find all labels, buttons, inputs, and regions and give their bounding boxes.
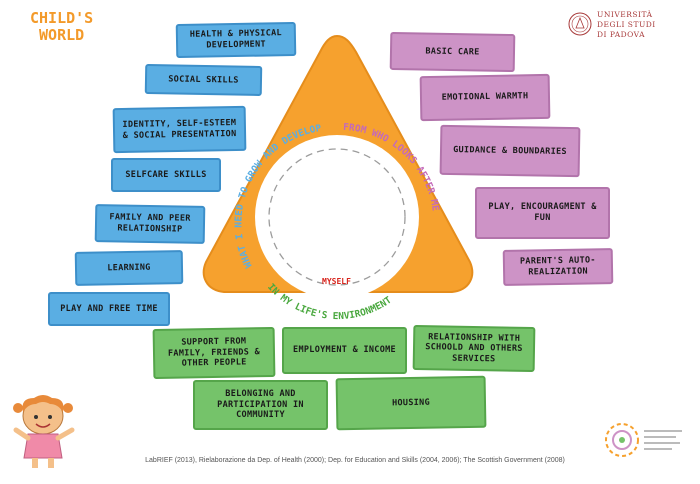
pink-box-basic-care: BASIC CARE [389,31,516,73]
blue-box-family-peer: FAMILY AND PEER RELATIONSHIP [94,204,206,244]
child-illustration-icon [13,395,75,468]
green-box-support: SUPPORT FROM FAMILY, FRIENDS & OTHER PEO… [152,326,276,380]
university-name-line: DI PADOVA [597,29,645,39]
blue-box-social-skills: SOCIAL SKILLS [144,63,263,97]
green-box-relationship-schools: RELATIONSHIP WITH SCHOOLD AND OTHERS SER… [412,324,536,373]
center-dashed-ring [268,148,406,286]
pink-box-emotional-warmth: EMOTIONAL WARMTH [419,73,551,122]
university-name-line: DEGLI STUDI [597,19,656,29]
pink-box-play-fun: PLAY, ENCOURAGMENT & FUN [475,187,610,239]
pink-box-guidance: GUIDANCE & BOUNDARIES [439,124,581,178]
pink-box-parents-auto-realization: PARENT'S AUTO-REALIZATION [502,248,614,286]
center-label: MYSELF [322,277,351,286]
title-line: WORLD [39,26,85,45]
title-line: CHILD'S [30,9,94,27]
program-logo-icon [605,423,682,457]
university-logo: UNIVERSITÀ DEGLI STUDI DI PADOVA [568,10,656,39]
university-name-line: UNIVERSITÀ [597,10,653,19]
diagram-title: CHILD'S WORLD [30,9,94,45]
center-circle [255,135,419,299]
green-box-employment: EMPLOYMENT & INCOME [282,327,407,374]
university-seal-icon [568,12,592,36]
green-box-belonging: BELONGING AND PARTICIPATION IN COMMUNITY [193,380,328,430]
source-caption: LabRIEF (2013), Rielaborazione da Dep. o… [145,457,565,464]
blue-box-learning: LEARNING [74,250,184,286]
blue-box-identity: IDENTITY, SELF-ESTEEM & SOCIAL PRESENTAT… [112,105,247,154]
blue-box-play-free-time: PLAY AND FREE TIME [48,292,170,326]
blue-box-health: HEALTH & PHYSICAL DEVELOPMENT [175,21,297,59]
green-box-housing: HOUSING [335,375,487,431]
blue-box-selfcare: SELFCARE SKILLS [111,158,221,192]
